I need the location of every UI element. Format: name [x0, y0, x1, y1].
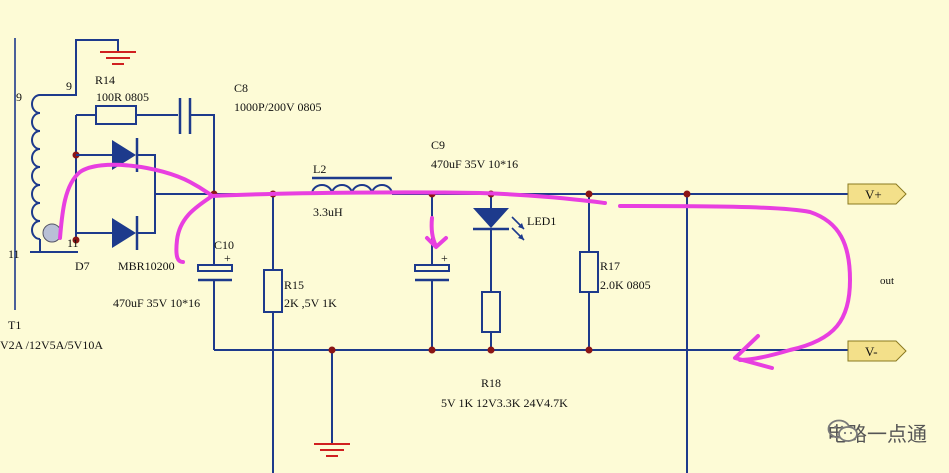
current-flow-path [58, 162, 852, 362]
resistor-r17 [579, 251, 599, 293]
c9-polarity-mark: + [441, 251, 448, 265]
led-emission-arrows [511, 216, 525, 241]
top-tap-wire [52, 39, 119, 96]
pin9-left: 9 [16, 90, 22, 104]
r17-value: 2.0K 0805 [600, 278, 651, 292]
c9-name: C9 [431, 138, 445, 152]
r14-name: R14 [95, 73, 115, 87]
diode-d7-lower [112, 218, 136, 248]
watermark: 电路一点通 [827, 418, 927, 447]
ground-symbol-top [100, 51, 136, 65]
l2-value: 3.3uH [313, 205, 343, 219]
resistor-r18 [481, 291, 501, 333]
diode-d7-upper [112, 140, 136, 170]
resistor-r14 [95, 105, 137, 125]
r18-value: 5V 1K 12V3.3K 24V4.7K [441, 396, 568, 410]
led1-name: LED1 [527, 214, 556, 228]
port-vminus [847, 340, 907, 362]
t1-value: V2A /12V5A/5V10A [0, 338, 103, 352]
capacitor-c10-plate [197, 264, 233, 272]
c8-value: 1000P/200V 0805 [234, 100, 321, 114]
tap-circle-marker [42, 223, 62, 243]
r17-name: R17 [600, 259, 620, 273]
r15-value: 2K ,5V 1K [284, 296, 337, 310]
wechat-icon [827, 419, 858, 442]
d7-value: MBR10200 [118, 259, 175, 273]
c10-name: C10 [214, 238, 234, 252]
capacitor-c9-plate [414, 264, 450, 272]
out-label: out [880, 275, 894, 287]
pin11-right: 11 [67, 236, 79, 250]
resistor-r15 [263, 269, 283, 313]
c10-value: 470uF 35V 10*16 [113, 296, 200, 310]
r15-name: R15 [284, 278, 304, 292]
c8-name: C8 [234, 81, 248, 95]
ground-symbol-bottom [314, 443, 350, 457]
t1-name: T1 [8, 318, 21, 332]
c9-value: 470uF 35V 10*16 [431, 157, 518, 171]
port-vminus-label: V- [865, 344, 878, 359]
c9-branch-arrow [425, 216, 448, 249]
c8-right-lead [190, 114, 215, 195]
led1-diode [473, 208, 509, 228]
c10-polarity-mark: + [224, 251, 231, 265]
pin11-left: 11 [8, 247, 20, 261]
port-vplus-label: V+ [865, 187, 882, 202]
current-flow-arrowhead [733, 334, 774, 370]
d7-name: D7 [75, 259, 90, 273]
pin9-top: 9 [66, 79, 72, 93]
transformer-winding [31, 94, 52, 252]
r14-value: 100R 0805 [96, 90, 149, 104]
l2-name: L2 [313, 162, 326, 176]
junction [72, 236, 80, 244]
port-vplus [847, 183, 907, 205]
r18-name: R18 [481, 376, 501, 390]
